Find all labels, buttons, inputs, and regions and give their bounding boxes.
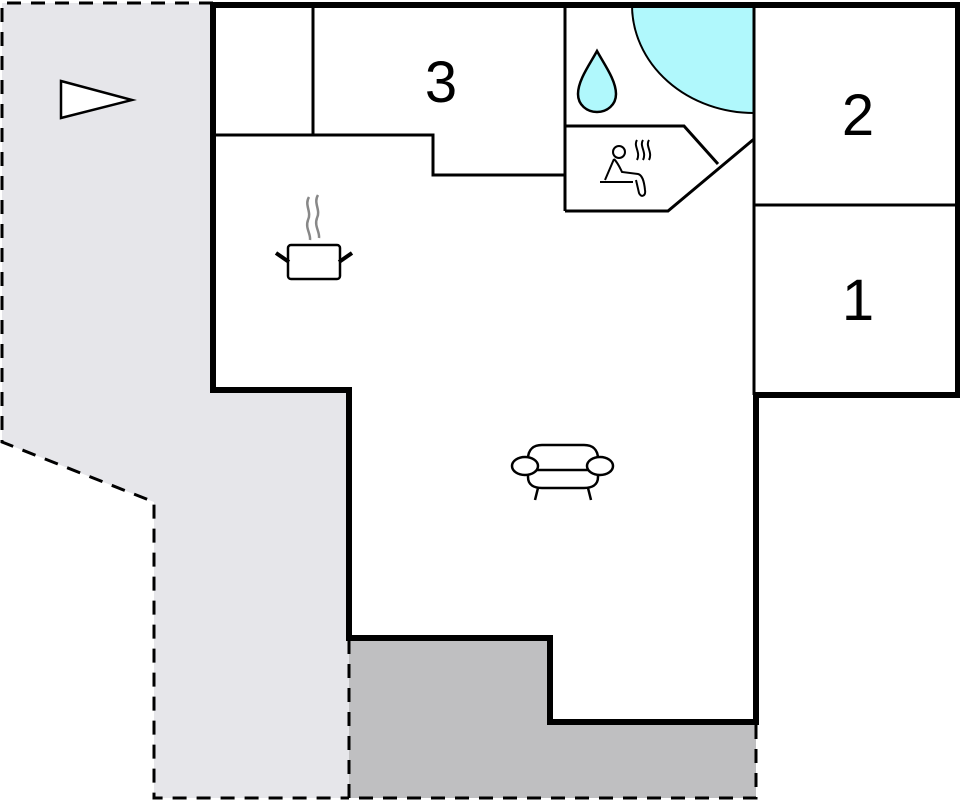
room-1-label: 1 bbox=[842, 268, 874, 333]
entrance-arrow-icon bbox=[59, 79, 137, 120]
outdoor-area-boundary bbox=[0, 1, 349, 800]
bathtub-pool bbox=[630, 4, 755, 115]
interior-walls bbox=[213, 5, 958, 395]
terrace-boundary bbox=[347, 640, 758, 800]
room-3-label: 3 bbox=[425, 50, 457, 115]
sofa-icon bbox=[510, 443, 615, 501]
water-drop-icon bbox=[576, 48, 618, 114]
terrace bbox=[349, 638, 756, 798]
sauna-icon bbox=[600, 139, 652, 197]
exterior-walls bbox=[210, 2, 960, 725]
cooking-pot-icon bbox=[274, 194, 354, 281]
outdoor-area bbox=[2, 3, 349, 798]
house-interior bbox=[213, 5, 958, 722]
room-2-label: 2 bbox=[842, 83, 874, 148]
